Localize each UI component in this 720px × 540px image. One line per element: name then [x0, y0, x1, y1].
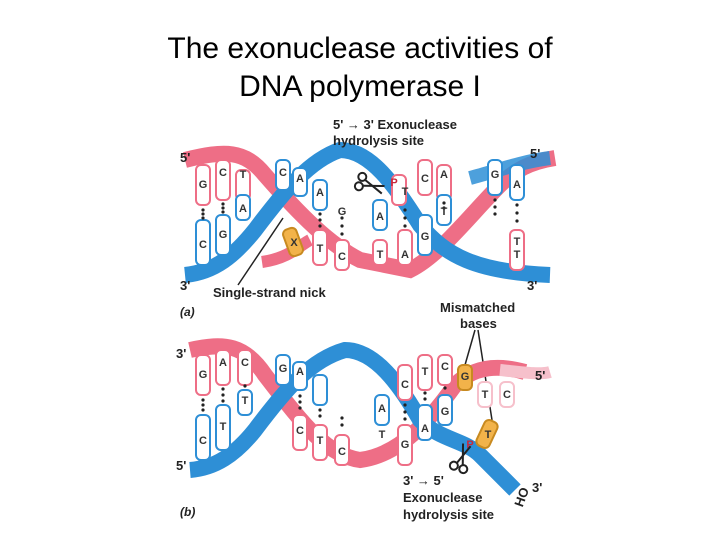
panel-b-blue-strand — [189, 341, 521, 496]
base-letter: A — [296, 366, 304, 378]
base-letter: A — [316, 187, 324, 199]
panel-b-hbond-dots — [201, 384, 447, 427]
base-letter: G — [338, 206, 347, 218]
hydroxyl-end-label: HO — [511, 485, 532, 508]
base-letter: P — [390, 177, 397, 189]
end-label: 5' — [176, 458, 186, 473]
base-letter: T — [377, 249, 384, 261]
single-strand-nick-label: Single-strand nick — [213, 285, 326, 300]
panel-b-base-pairs — [195, 349, 515, 466]
panel-b-top-base-letters: G A C G A C T C G T C — [199, 357, 511, 401]
title-line-1: The exonuclease activities of — [167, 32, 553, 65]
base-letter: T — [402, 186, 409, 198]
base-letter: C — [441, 361, 449, 373]
base-letter: G — [461, 371, 470, 383]
base-letter: T — [441, 206, 448, 218]
end-label: 5' — [530, 146, 540, 161]
panel-a-base-pairs — [195, 159, 525, 271]
nick-pointer-line — [237, 217, 284, 286]
panel-a: G C T C A A G P T C A G A C G A X T C A … — [180, 117, 557, 421]
base-letter: C — [219, 167, 227, 179]
end-label: 5' — [535, 368, 545, 383]
base-letter: A — [378, 403, 386, 415]
base-letter: C — [241, 357, 249, 369]
slide-title: The exonuclease activities of DNA polyme… — [0, 30, 720, 106]
end-label: 5' — [180, 150, 190, 165]
end-label: 3' — [180, 278, 190, 293]
base-letter: C — [338, 251, 346, 263]
base-letter: X — [290, 237, 298, 249]
scissors-icon — [448, 443, 472, 475]
base-letter: T — [240, 169, 247, 181]
exo-5-3-label-line1: 5' → 3' Exonuclease — [333, 117, 457, 132]
base-letter: A — [513, 179, 521, 191]
panel-b: G A C G A C T C G T C C T T C T C A T G … — [176, 338, 552, 522]
base-letter: A — [421, 423, 429, 435]
base-letter: P — [466, 439, 473, 451]
base-letter: G — [421, 231, 430, 243]
base-letter: T — [379, 429, 386, 441]
panel-b-label: (b) — [180, 505, 195, 519]
base-letter: G — [401, 439, 410, 451]
base-letter: A — [401, 249, 409, 261]
base-letter: G — [199, 179, 208, 191]
base-letter: T — [514, 249, 521, 261]
panel-a-top-base-letters: G C T C A A G P T C A G A — [199, 167, 521, 218]
base-letter: C — [401, 379, 409, 391]
base-letter: C — [199, 239, 207, 251]
panel-a-blue-strand — [183, 141, 551, 283]
base-letter: C — [296, 425, 304, 437]
base-letter: G — [441, 406, 450, 418]
base-letter: G — [219, 229, 228, 241]
mismatched-bases-label-line2: bases — [460, 316, 497, 331]
title-line-2: DNA polymerase I — [239, 70, 481, 103]
base-letter: T — [422, 366, 429, 378]
scissors-icon — [353, 171, 385, 195]
base-letter: T — [485, 429, 492, 441]
base-letter: A — [440, 169, 448, 181]
exo-5-3-label-line2: hydrolysis site — [333, 133, 424, 148]
panel-a-hbond-dots — [201, 198, 519, 236]
base-letter: T — [482, 389, 489, 401]
base-letter: T — [242, 395, 249, 407]
base-letter: C — [338, 446, 346, 458]
panel-b-light-pink-tail — [499, 364, 552, 380]
panel-a-bottom-base-letters: C G A X T C A T A G T T T — [199, 203, 521, 263]
base-letter: T — [317, 435, 324, 447]
base-letter: C — [503, 389, 511, 401]
end-label: 3' — [532, 480, 542, 495]
base-letter: T — [514, 236, 521, 248]
base-letter: G — [491, 169, 500, 181]
base-letter: C — [421, 173, 429, 185]
base-letter: A — [239, 203, 247, 215]
mismatched-bases-label-line1: Mismatched — [440, 300, 515, 315]
base-letter: T — [220, 421, 227, 433]
exo-3-5-label-line2: Exonuclease — [403, 490, 483, 505]
base-letter: T — [317, 243, 324, 255]
end-label: 3' — [527, 278, 537, 293]
base-letter: A — [219, 357, 227, 369]
exo-3-5-label-line1: 3' → 5' — [403, 473, 444, 488]
base-letter: C — [199, 435, 207, 447]
panel-b-bottom-base-letters: C T T C T C A T G A G P T — [199, 395, 492, 458]
panel-a-label: (a) — [180, 305, 195, 319]
panel-a-blue-strand-right — [468, 151, 551, 185]
base-letter: C — [279, 167, 287, 179]
base-letter: G — [199, 369, 208, 381]
base-letter: A — [376, 211, 384, 223]
base-letter: A — [296, 173, 304, 185]
exo-3-5-label-line3: hydrolysis site — [403, 507, 494, 522]
base-letter: G — [279, 363, 288, 375]
end-label: 3' — [176, 346, 186, 361]
